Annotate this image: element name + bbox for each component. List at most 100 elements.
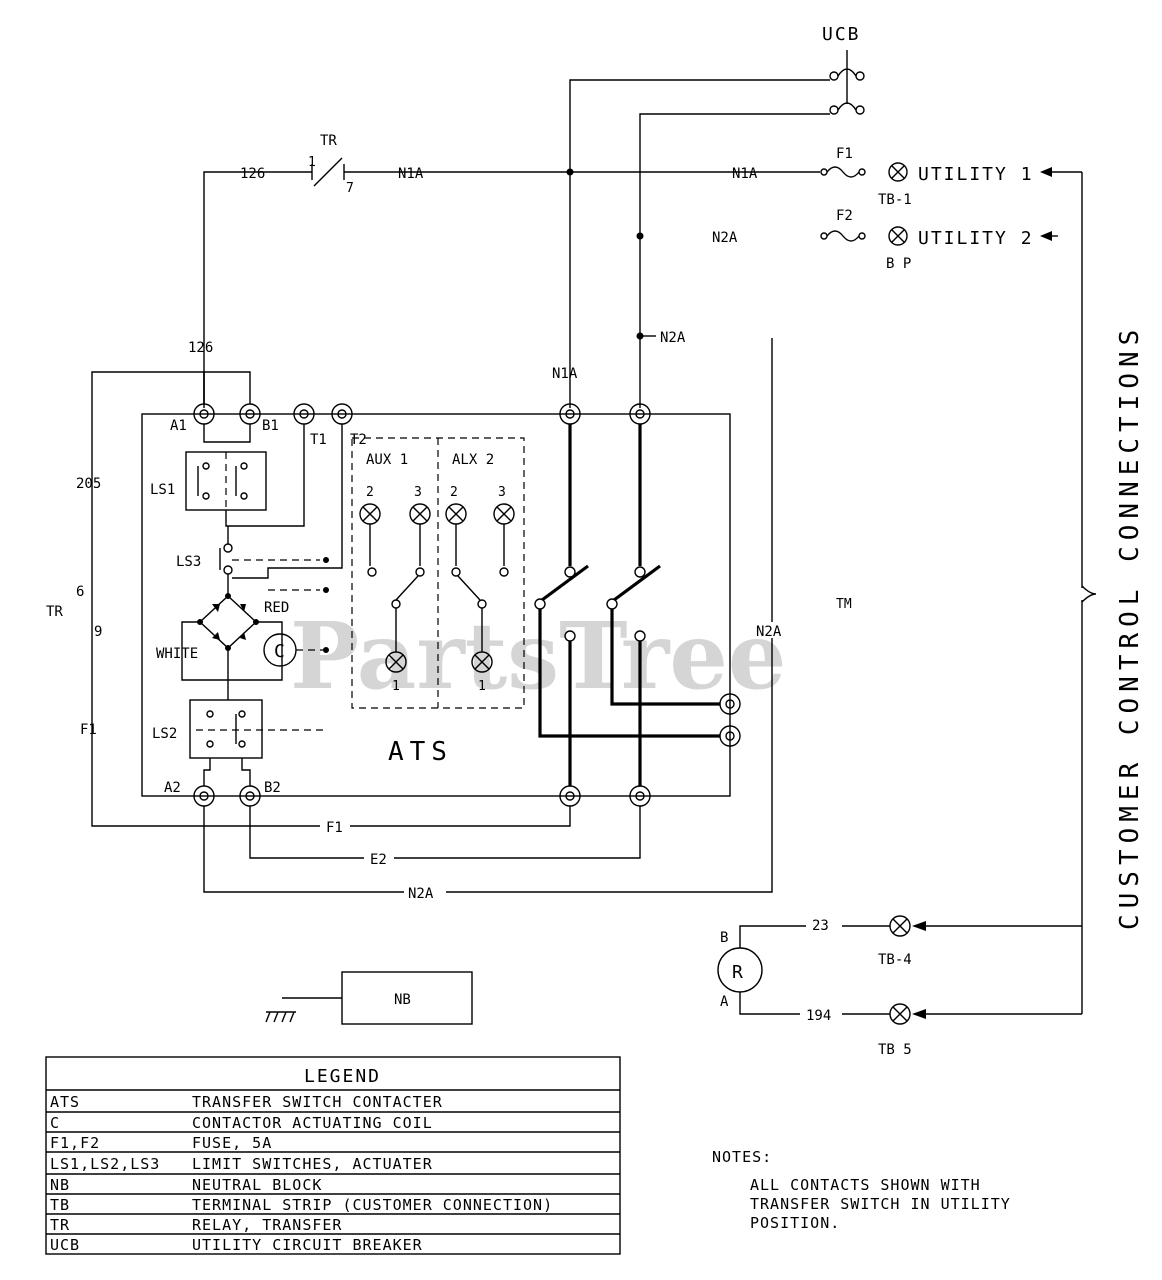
label-n2a-a: N2A — [712, 230, 738, 246]
label-n2a-b: N2A — [660, 330, 686, 346]
wire-e2 — [249, 806, 641, 859]
customer-control-connections-label: CUSTOMER CONTROL CONNECTIONS — [1115, 324, 1145, 930]
notes-line: POSITION. — [750, 1214, 840, 1232]
watermark: PartsTree — [290, 602, 786, 710]
aux1-label: AUX 1 — [366, 452, 408, 468]
notes-line: ALL CONTACTS SHOWN WITH — [750, 1176, 981, 1194]
bridge-rectifier — [197, 574, 259, 651]
contactor-coil: C — [263, 633, 329, 667]
legend-desc: CONTACTOR ACTUATING COIL — [192, 1114, 433, 1132]
aux1-pin-1: 1 — [392, 679, 400, 694]
nb-label: NB — [394, 992, 411, 1008]
relay-b-label: B — [720, 930, 728, 946]
legend-code: TR — [50, 1216, 70, 1234]
f1-fuse-label: F1 — [836, 146, 853, 162]
white-label: WHITE — [156, 646, 198, 662]
label-126-top: 126 — [240, 166, 265, 182]
f1-bottom-label: F1 — [326, 820, 343, 836]
legend-code: UCB — [50, 1236, 80, 1254]
notes: NOTES: ALL CONTACTS SHOWN WITH TRANSFER … — [712, 1148, 1011, 1232]
legend-table: LEGEND ATS TRANSFER SWITCH CONTACTER C C… — [45, 1056, 621, 1255]
watermark-tm: TM — [836, 597, 852, 612]
ls1-label: LS1 — [150, 482, 175, 498]
junction-dot — [566, 168, 574, 176]
tr-side-label: TR — [46, 604, 63, 620]
label-n1a-left: N1A — [398, 166, 424, 182]
coil-label: C — [274, 641, 287, 662]
tr-pin-1: 1 — [308, 155, 316, 170]
aux1-pin-2: 2 — [366, 485, 374, 500]
utility-2-label: UTILITY 2 — [918, 228, 1034, 249]
utility-1-label: UTILITY 1 — [918, 164, 1034, 185]
label-194: 194 — [806, 1008, 831, 1024]
aux2-contacts: 2 3 1 — [445, 485, 515, 694]
neutral-block: NB — [265, 971, 473, 1025]
tr-pin-7: 7 — [346, 181, 354, 196]
b2-label: B2 — [264, 780, 281, 796]
relay-a-label: A — [720, 994, 729, 1010]
t1-label: T1 — [310, 432, 327, 448]
tb4-label: TB-4 — [878, 952, 912, 968]
ls2-switch — [189, 699, 263, 759]
tb1-label: TB-1 — [878, 192, 912, 208]
notes-line: TRANSFER SWITCH IN UTILITY — [750, 1195, 1011, 1213]
ats-main-contacts — [534, 424, 720, 786]
red-label: RED — [264, 600, 289, 616]
legend-desc: UTILITY CIRCUIT BREAKER — [192, 1236, 423, 1254]
e2-label: E2 — [370, 852, 387, 868]
pin-9-label: 9 — [94, 624, 102, 640]
notes-heading: NOTES: — [712, 1148, 772, 1166]
transfer-relay: R B A — [717, 930, 763, 1010]
aux1-contacts: 2 3 1 — [359, 485, 431, 694]
fuse-f2: F2 — [820, 208, 866, 242]
fuse-f1: F1 — [820, 146, 866, 178]
wire-205-f1 — [91, 371, 571, 827]
aux2-label: ALX 2 — [452, 452, 494, 468]
junction-dot — [636, 232, 644, 240]
a2-label: A2 — [164, 780, 181, 796]
terminal-utility-2: UTILITY 2 B P — [886, 226, 1034, 272]
label-n2a-c: N2A — [408, 886, 434, 902]
aux2-pin-3: 3 — [498, 485, 506, 500]
relay-r-label: R — [732, 962, 745, 983]
legend-code: ATS — [50, 1093, 80, 1111]
aux2-pin-1: 1 — [478, 679, 486, 694]
label-205: 205 — [76, 476, 101, 492]
tb2-label: B P — [886, 256, 911, 272]
ls3-switch — [223, 543, 233, 553]
f2-fuse-label: F2 — [836, 208, 853, 224]
b1-label: B1 — [262, 418, 279, 434]
f1-side-label: F1 — [80, 722, 97, 738]
label-126-side: 126 — [188, 340, 213, 356]
label-n1a-right: N1A — [732, 166, 758, 182]
legend-desc: RELAY, TRANSFER — [192, 1216, 342, 1234]
ats-enclosure — [141, 413, 731, 797]
terminal-tb5: TB 5 — [878, 1003, 912, 1058]
tr-contact: TR 1 7 — [308, 133, 354, 196]
terminal-utility-1: UTILITY 1 TB-1 — [878, 162, 1034, 208]
wire-ucb-n1a — [569, 79, 830, 408]
ls2-label: LS2 — [152, 726, 177, 742]
ucb-breaker: UCB — [822, 24, 865, 115]
t2-label: T2 — [350, 432, 367, 448]
terminal-tb4: TB-4 — [878, 915, 912, 968]
aux2-pin-2: 2 — [450, 485, 458, 500]
ls3-label: LS3 — [176, 554, 201, 570]
label-n2a-d: N2A — [756, 624, 782, 640]
a1-label: A1 — [170, 418, 187, 434]
legend-desc: FUSE, 5A — [192, 1134, 272, 1152]
tb5-label: TB 5 — [878, 1042, 912, 1058]
wire-n2a-loop — [203, 338, 773, 893]
label-23: 23 — [812, 918, 829, 934]
wire-126 — [203, 171, 312, 408]
legend-desc: LIMIT SWITCHES, ACTUATER — [192, 1155, 433, 1173]
legend-desc: TRANSFER SWITCH CONTACTER — [192, 1093, 443, 1111]
ucb-label: UCB — [822, 24, 861, 45]
pin-6-label: 6 — [76, 584, 84, 600]
ats-label: ATS — [388, 737, 453, 767]
legend-desc: NEUTRAL BLOCK — [192, 1176, 322, 1194]
legend-desc: TERMINAL STRIP (CUSTOMER CONNECTION) — [192, 1196, 553, 1214]
legend-title: LEGEND — [304, 1066, 381, 1087]
